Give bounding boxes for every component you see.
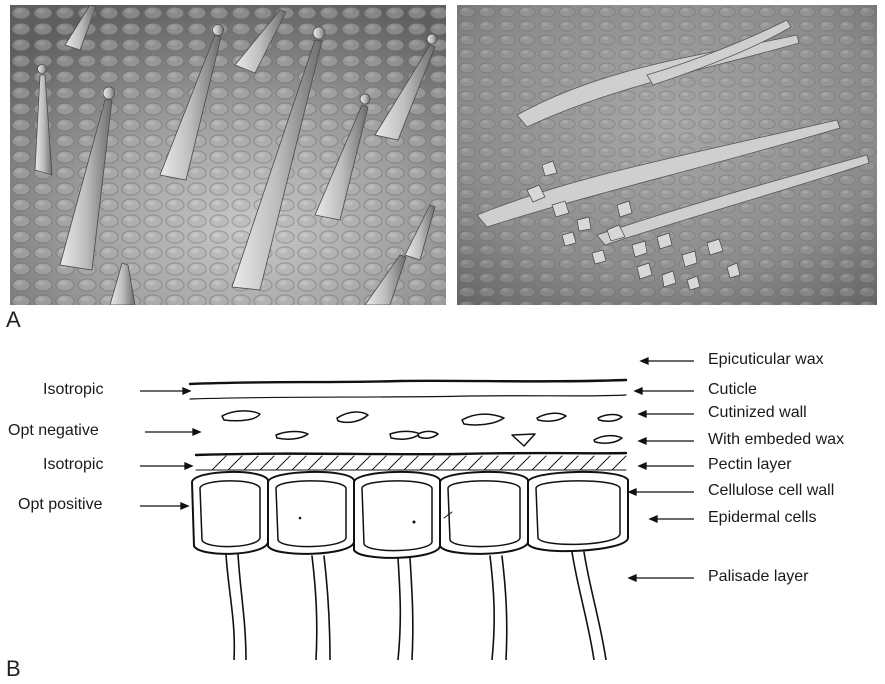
- right-arrows: [629, 358, 694, 581]
- epidermal-cells: [192, 472, 628, 558]
- label-epicuticular-wax: Epicuticular wax: [708, 351, 824, 369]
- label-cuticle: Cuticle: [708, 381, 757, 399]
- cuticle-line: [190, 395, 626, 399]
- label-opt-positive: Opt positive: [18, 496, 102, 514]
- label-embedded-wax: With embeded wax: [708, 431, 885, 449]
- wax-inclusions: [222, 411, 622, 446]
- label-isotropic-top: Isotropic: [43, 381, 103, 399]
- epicuticular-wax-line: [190, 380, 626, 384]
- label-isotropic-bottom: Isotropic: [43, 456, 103, 474]
- left-arrows: [140, 388, 200, 509]
- label-pectin-layer: Pectin layer: [708, 456, 792, 474]
- pectin-hatching: [212, 456, 626, 470]
- panel-label-a: A: [6, 307, 21, 333]
- label-cutinized-wall: Cutinized wall: [708, 404, 807, 422]
- pectin-top-line: [196, 453, 626, 455]
- label-opt-negative: Opt negative: [8, 422, 99, 440]
- label-palisade-layer: Palisade layer: [708, 568, 809, 586]
- micrograph-trichomes: [10, 5, 446, 305]
- label-epidermal-cells: Epidermal cells: [708, 509, 816, 527]
- micrograph-damaged-surface: [457, 5, 877, 305]
- label-cellulose-cell-wall: Cellulose cell wall: [708, 482, 834, 500]
- palisade-cells: [226, 552, 606, 660]
